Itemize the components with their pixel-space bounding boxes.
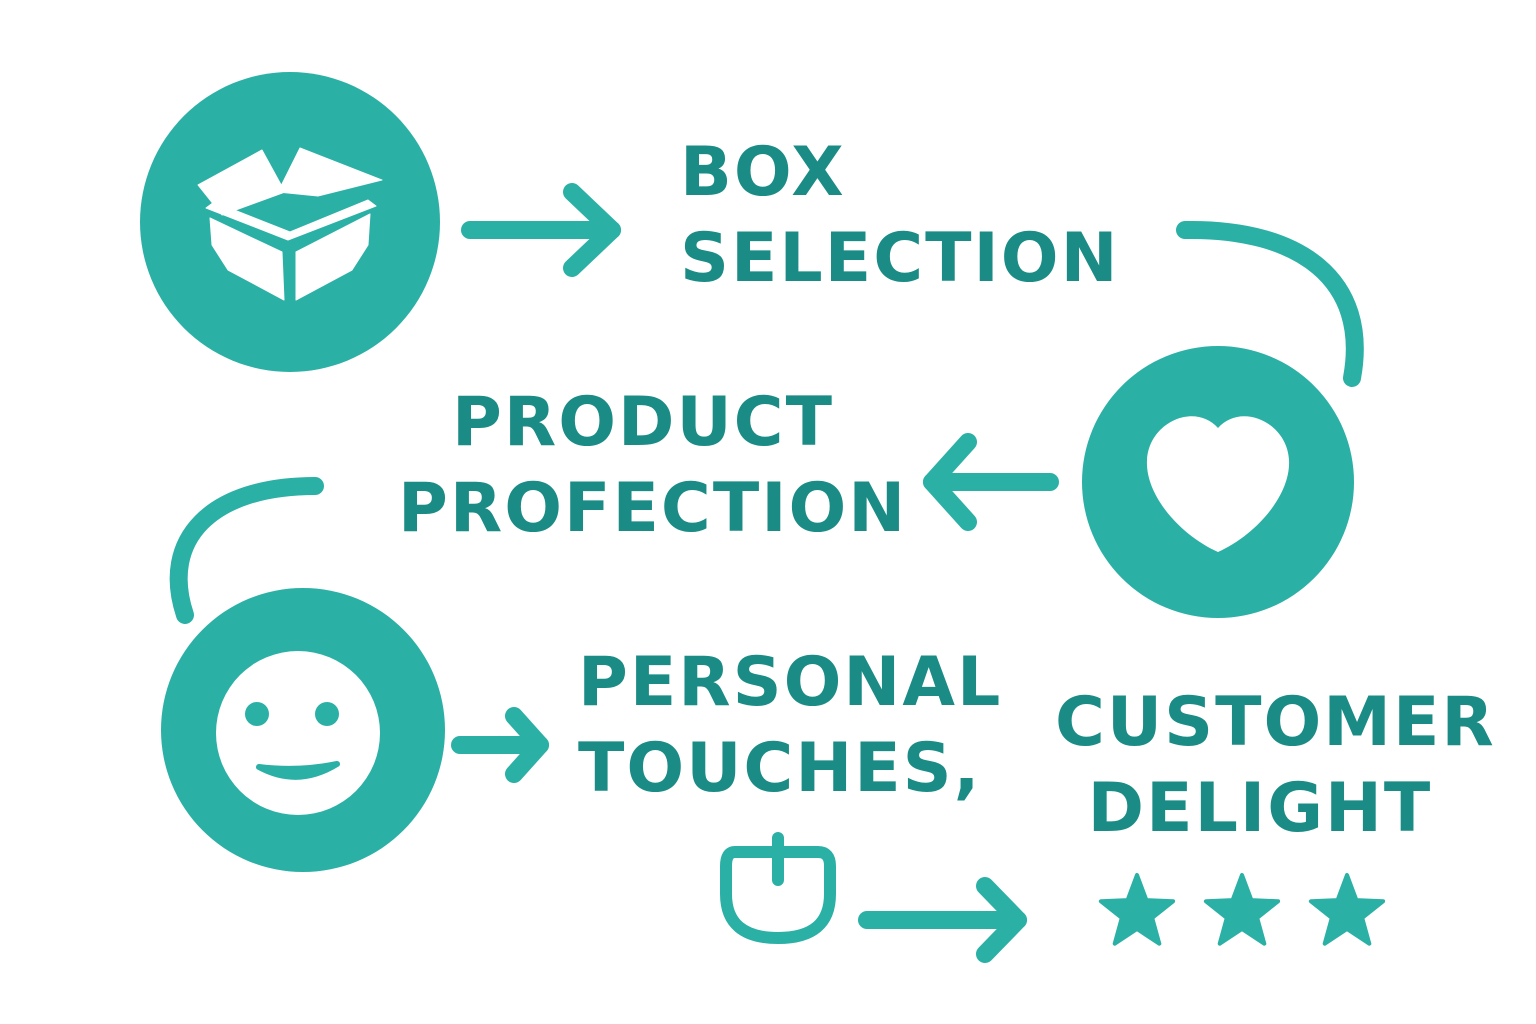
smiley-step-node [161,588,445,872]
gift-tag-icon [720,832,836,944]
star-icon [1098,873,1176,946]
label-personal-line-1: PERSONAL [578,643,1003,722]
label-product-line-1: PRODUCT [452,383,834,462]
star-icon [1308,873,1386,946]
smiley-left-eye [245,702,269,726]
heart-icon [1146,416,1290,552]
box-circle [140,72,440,372]
smiley-right-eye [315,702,339,726]
curve-connector-left [169,477,324,624]
arrow-heart-to-product [923,433,1059,531]
label-delight-line-1: CUSTOMER [1055,683,1496,762]
label-box-selection: BOX SELECTION [680,130,1120,302]
label-delight-line-2: DELIGHT [1087,769,1433,848]
arrow-tag-to-stars [858,877,1027,963]
box-icon [197,147,383,301]
label-box-line-2: SELECTION [680,219,1120,298]
label-personal-line-2: TOUCHES, [578,729,982,808]
heart-step-node [1082,346,1354,618]
star-icon [1203,873,1281,946]
box-step-node [140,72,440,372]
label-customer-delight: CUSTOMER DELIGHT [1055,680,1496,852]
label-product-line-2: PROFECTION [398,469,908,548]
label-box-line-1: BOX [680,133,846,212]
curve-connector-top [1176,220,1364,387]
arrow-smiley-to-personal [451,707,549,783]
label-personal-touches: PERSONAL TOUCHES, [578,640,1002,812]
rating-stars [1098,873,1386,946]
smiley-face [216,651,380,815]
arrow-box-to-selection [461,183,621,277]
smiley-mouth [256,761,340,780]
label-product-profection: PRODUCT PROFECTION [398,380,908,552]
